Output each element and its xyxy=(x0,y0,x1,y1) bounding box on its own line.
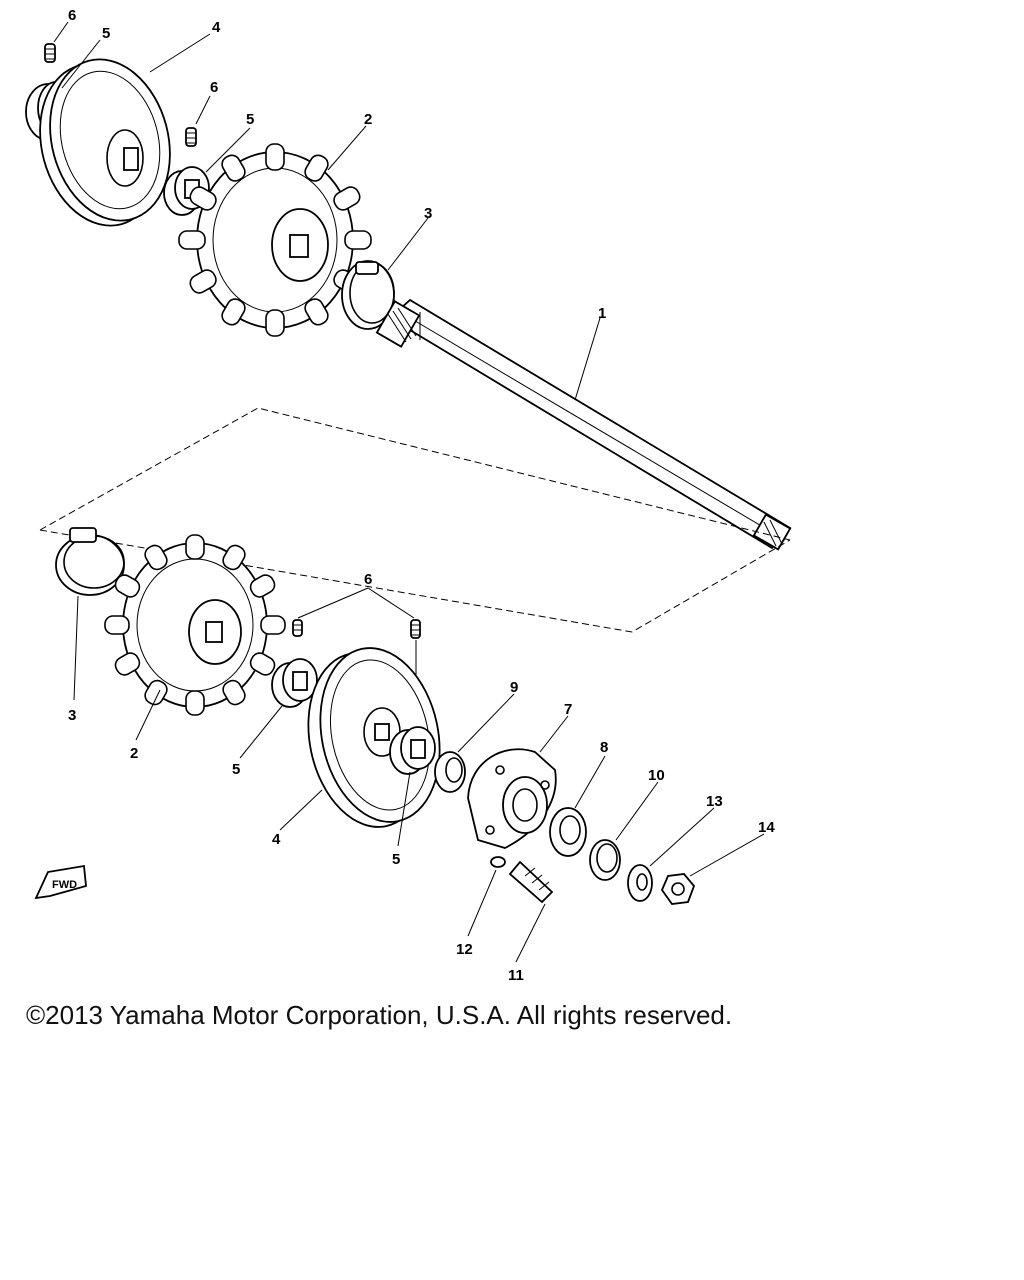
callout-10: 10 xyxy=(648,767,665,784)
callout-6: 6 xyxy=(364,571,372,588)
callout-2: 2 xyxy=(130,745,138,762)
leader-lines xyxy=(53,21,765,963)
callout-7: 7 xyxy=(564,701,572,718)
part-3-clamp-upper xyxy=(341,260,395,330)
part-4-idler-wheel-upper xyxy=(39,58,171,227)
callout-5: 5 xyxy=(246,111,254,128)
callout-14: 14 xyxy=(758,819,775,836)
part-6-set-screw-upper-mid xyxy=(185,127,197,147)
callout-11: 11 xyxy=(508,967,524,984)
callout-4: 4 xyxy=(272,831,281,848)
part-12-spring-washer xyxy=(490,856,506,868)
callout-4: 4 xyxy=(212,19,221,36)
callout-6: 6 xyxy=(68,7,76,24)
callout-5: 5 xyxy=(232,761,240,778)
callout-5: 5 xyxy=(102,25,110,42)
callout-3: 3 xyxy=(68,707,76,724)
part-11-bolt xyxy=(508,860,554,904)
part-4-idler-wheel-lower xyxy=(307,647,441,828)
part-13-washer xyxy=(627,864,653,902)
part-5-collar-lower-right xyxy=(389,726,436,775)
part-9-seal xyxy=(434,751,466,793)
part-3-clamp-lower xyxy=(55,527,125,596)
callout-8: 8 xyxy=(600,739,608,756)
part-2-drive-sprocket-lower xyxy=(104,534,286,716)
callout-5: 5 xyxy=(392,851,400,868)
copyright-notice: ©2013 Yamaha Motor Corporation, U.S.A. A… xyxy=(26,1000,733,1030)
part-1-drive-shaft xyxy=(375,298,792,551)
callout-9: 9 xyxy=(510,679,518,696)
callout-6: 6 xyxy=(210,79,218,96)
part-14-nut xyxy=(660,873,696,905)
callout-13: 13 xyxy=(706,793,723,810)
part-2-drive-sprocket-upper xyxy=(178,143,372,337)
callout-12: 12 xyxy=(456,941,473,958)
callout-1: 1 xyxy=(598,305,606,322)
part-6-set-screw-upper-left xyxy=(44,43,56,63)
fwd-label: FWD xyxy=(52,879,77,891)
callout-2: 2 xyxy=(364,111,372,128)
exploded-parts-diagram: FWD 6 5 4 6 5 2 3 1 6 3 2 5 4 5 9 7 xyxy=(25,7,792,984)
part-8-bearing xyxy=(549,807,587,857)
callout-3: 3 xyxy=(424,205,432,222)
part-7-bearing-housing xyxy=(467,748,557,849)
part-6-set-screw-lower-left xyxy=(292,619,303,637)
part-10-circlip xyxy=(589,839,621,881)
part-5-collar-lower-left xyxy=(271,658,318,708)
fwd-direction-arrow: FWD xyxy=(34,864,87,900)
